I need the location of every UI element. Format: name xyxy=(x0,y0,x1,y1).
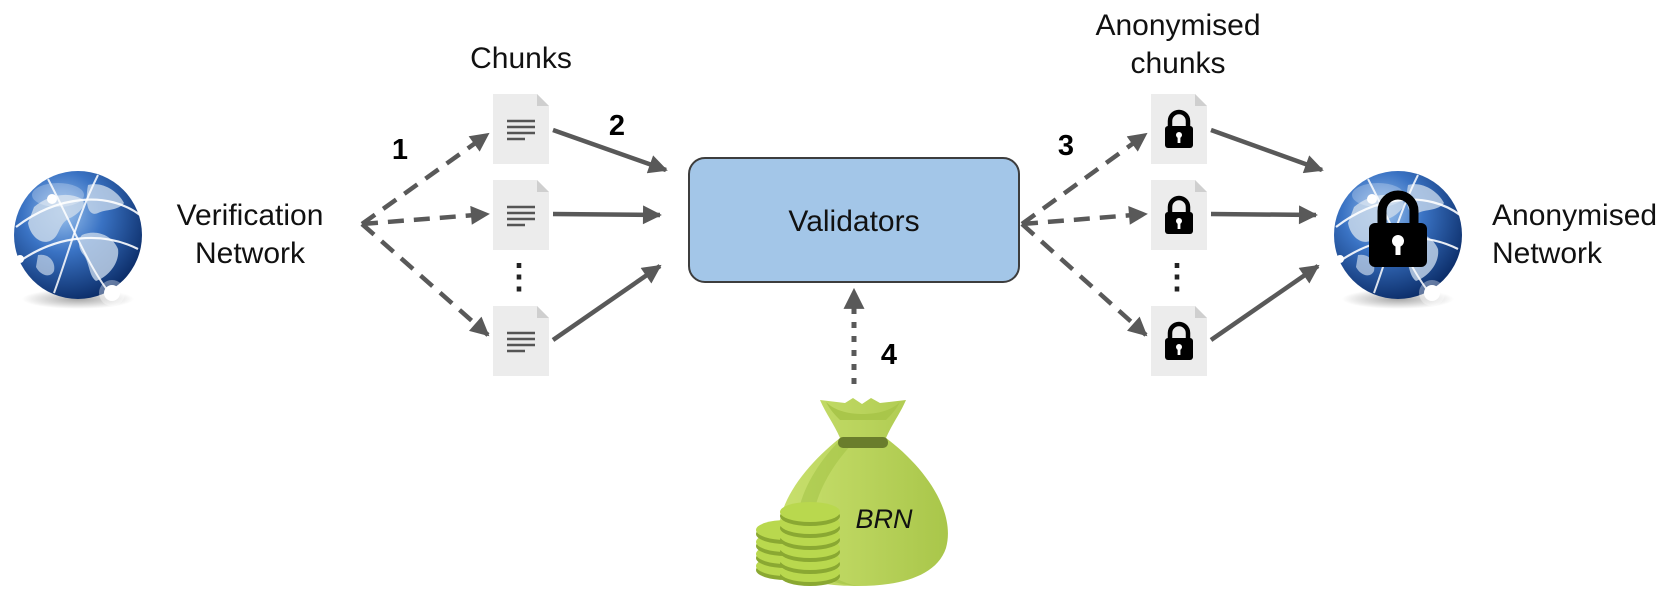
locked-document-icon xyxy=(1151,180,1207,250)
locked-document-icon xyxy=(1151,94,1207,164)
source-network-label-line2: Network xyxy=(195,237,306,270)
anon-chunks-ellipsis: ⋮ xyxy=(1160,258,1194,296)
arrow-step2-top xyxy=(552,127,668,174)
arrow-step1-mid xyxy=(361,205,490,227)
target-network-label-line1: Anonymised xyxy=(1492,199,1657,232)
step3-arrows xyxy=(1020,132,1148,337)
step2-arrows xyxy=(551,127,668,342)
arrow-anon-mid xyxy=(1210,205,1318,225)
step-number-1: 1 xyxy=(392,134,408,166)
arrow-step3-bottom xyxy=(1020,222,1148,337)
source-globe-icon xyxy=(12,169,144,311)
source-network-label-line1: Verification xyxy=(177,199,324,232)
anon-chunk-arrows xyxy=(1209,127,1324,342)
step-number-2: 2 xyxy=(609,110,625,142)
chunks-title: Chunks xyxy=(470,42,572,75)
arrow-step3-top xyxy=(1020,132,1148,226)
arrow-step1-bottom xyxy=(360,222,490,337)
arrow-anon-top xyxy=(1210,127,1324,174)
anon-chunks-title-line1: Anonymised xyxy=(1095,9,1260,42)
arrow-step3-mid xyxy=(1021,205,1148,227)
globe-lock-icon xyxy=(1369,190,1427,267)
coin-stack-icon xyxy=(756,502,840,586)
locked-document-icon xyxy=(1151,306,1207,376)
validators-label: Validators xyxy=(788,205,919,238)
target-network-label-line2: Network xyxy=(1492,237,1603,270)
target-globe-lock-icon xyxy=(1332,169,1464,311)
token-label: BRN xyxy=(855,504,913,534)
arrow-step1-top xyxy=(360,132,490,226)
chunk-document-icon xyxy=(493,94,549,164)
step1-arrows xyxy=(360,132,490,337)
chunk-document-icon xyxy=(493,180,549,250)
anon-chunks-title-line2: chunks xyxy=(1130,47,1225,80)
validators-box xyxy=(688,157,1020,283)
bag-tie xyxy=(838,437,888,448)
step-number-4: 4 xyxy=(881,339,897,371)
arrow-step2-bottom xyxy=(551,264,662,342)
chunk-document-icon xyxy=(493,306,549,376)
arrow-step2-mid xyxy=(552,205,662,225)
chunks-ellipsis: ⋮ xyxy=(502,258,536,296)
arrow-anon-bottom xyxy=(1209,264,1320,342)
step-number-3: 3 xyxy=(1058,130,1074,162)
